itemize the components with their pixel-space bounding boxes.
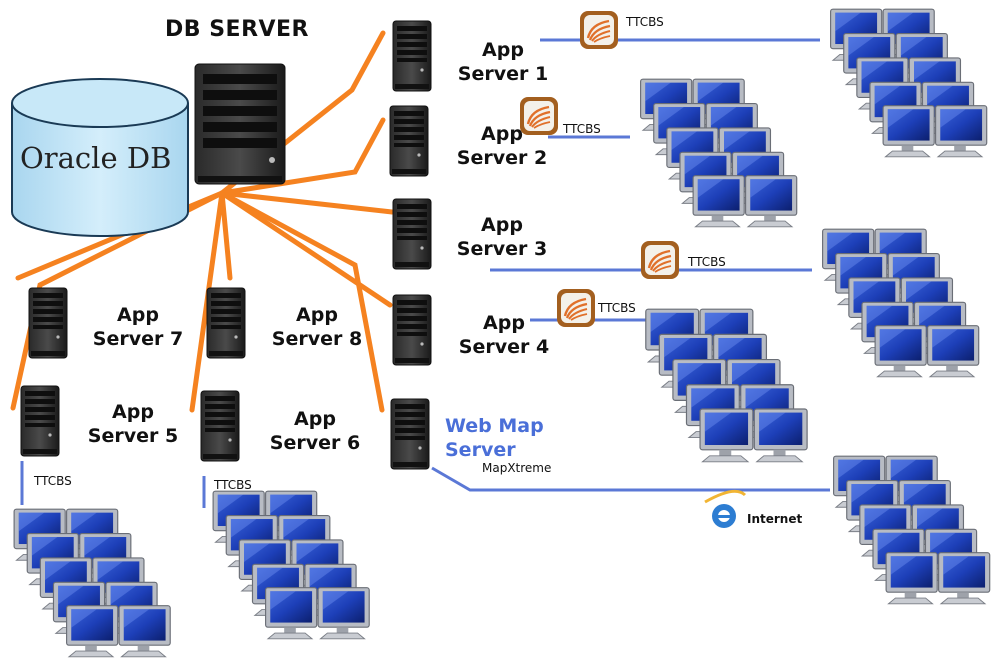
web-map-server-icon [390, 398, 430, 470]
link-db-server4 [219, 190, 393, 308]
app-server-4-icon [392, 294, 432, 366]
ttcbs-label: TTCBS [563, 122, 601, 136]
oracle-db-label: Oracle DB [20, 141, 172, 175]
workstation-group-icon [14, 509, 170, 657]
db-server-icon [194, 63, 286, 185]
ttcbs-label: TTCBS [598, 301, 636, 315]
ttcbs-label: TTCBS [34, 474, 72, 488]
app-server-5-label: App Server 5 [87, 401, 179, 447]
database-cylinder-icon [11, 78, 189, 237]
link-db-webmap [219, 190, 385, 413]
app-server-8-label: App Server 8 [271, 304, 363, 350]
ttcbs-app-icon [556, 288, 596, 328]
app-server-2-icon [389, 105, 429, 177]
workstation-group-icon [823, 229, 979, 377]
link-webmap-internet [431, 466, 830, 492]
ttcbs-label: TTCBS [626, 15, 664, 29]
app-server-4-label: App Server 4 [458, 312, 550, 358]
app-server-1-icon [392, 20, 432, 92]
ttcbs-app-icon [579, 10, 619, 50]
app-server-6-label: App Server 6 [269, 408, 361, 454]
web-map-server-label: Web Map Server [445, 415, 544, 461]
app-server-2-label: App Server 2 [456, 123, 548, 169]
workstation-group-icon [641, 79, 797, 227]
internet-explorer-icon [704, 489, 747, 528]
workstation-group-icon [646, 309, 807, 462]
db-server-title: DB SERVER [165, 17, 309, 42]
workstation-group-icon [831, 9, 987, 157]
ttcbs-app-icon [640, 240, 680, 280]
workstation-group-icon [834, 456, 990, 604]
mapxtreme-label: MapXtreme [482, 461, 552, 475]
link-db-server2 [219, 117, 386, 196]
app-server-8-icon [206, 287, 246, 359]
ttcbs-label: TTCBS [688, 255, 726, 269]
app-server-3-label: App Server 3 [456, 214, 548, 260]
link-db-server8 [219, 190, 233, 281]
ttcbs-label: TTCBS [214, 478, 252, 492]
app-server-7-icon [28, 287, 68, 359]
app-server-7-label: App Server 7 [92, 304, 184, 350]
internet-label: Internet [747, 512, 803, 526]
app-server-1-label: App Server 1 [457, 39, 549, 85]
workstation-group-icon [213, 491, 369, 639]
app-server-5-icon [20, 385, 60, 457]
link-db-server3 [219, 190, 395, 215]
app-server-6-icon [200, 390, 240, 462]
app-server-3-icon [392, 198, 432, 270]
